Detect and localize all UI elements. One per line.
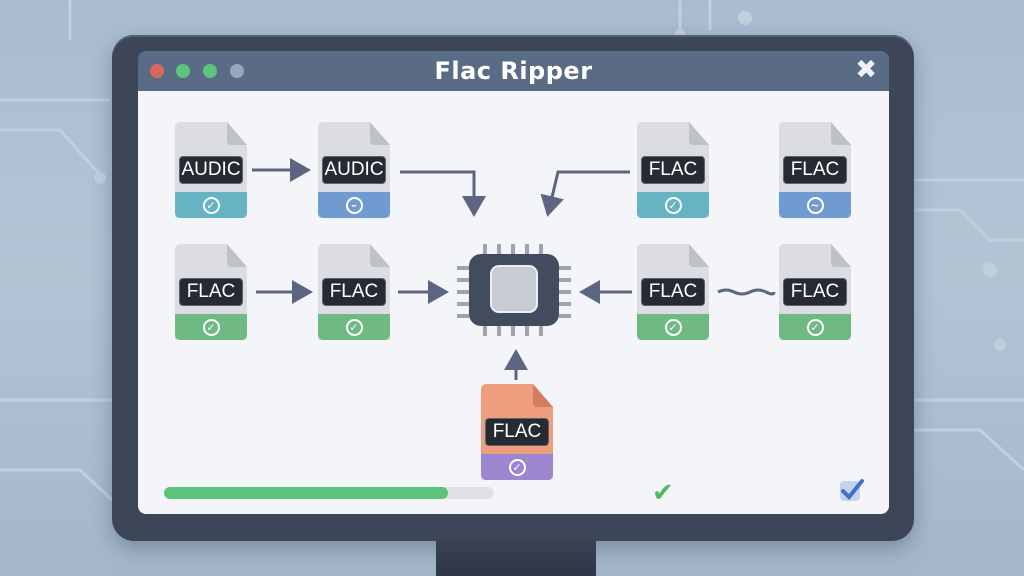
- progress-bar: [164, 487, 494, 499]
- file-label: FLAC: [641, 278, 705, 306]
- check-circle-icon: ✓: [202, 318, 220, 336]
- check-circle-icon: ✓: [806, 318, 824, 336]
- window-maximize-dot[interactable]: [203, 64, 217, 78]
- file-flac-bottom[interactable]: FLAC ✓: [481, 384, 553, 480]
- file-audic-2[interactable]: AUDIC –: [318, 122, 390, 218]
- file-flac-top-right-1[interactable]: FLAC ✓: [637, 122, 709, 218]
- check-circle-icon: ✓: [664, 196, 682, 214]
- check-circle-icon: ✓: [664, 318, 682, 336]
- file-label: FLAC: [322, 278, 386, 306]
- file-audic-1[interactable]: AUDIC ✓: [175, 122, 247, 218]
- progress-fill: [164, 487, 448, 499]
- window-extra-dot[interactable]: [230, 64, 244, 78]
- check-circle-icon: ✓: [508, 458, 526, 476]
- file-label: AUDIC: [179, 156, 243, 184]
- file-status-band: ✓: [318, 314, 390, 340]
- file-flac-mid-left-2[interactable]: FLAC ✓: [318, 244, 390, 340]
- file-status-band: ✓: [481, 454, 553, 480]
- file-flac-mid-right-1[interactable]: FLAC ✓: [637, 244, 709, 340]
- file-flac-mid-right-2[interactable]: FLAC ✓: [779, 244, 851, 340]
- check-badge-icon: [840, 479, 864, 501]
- file-label: FLAC: [641, 156, 705, 184]
- check-circle-icon: ✓: [202, 196, 220, 214]
- file-label: FLAC: [783, 278, 847, 306]
- file-label: FLAC: [179, 278, 243, 306]
- sync-circle-icon: ~: [806, 196, 824, 214]
- file-flac-mid-left-1[interactable]: FLAC ✓: [175, 244, 247, 340]
- file-status-band: ~: [779, 192, 851, 218]
- file-flac-top-right-2[interactable]: FLAC ~: [779, 122, 851, 218]
- window-titlebar: Flac Ripper ✖: [138, 51, 889, 91]
- check-circle-icon: ✓: [345, 318, 363, 336]
- file-status-band: ✓: [175, 192, 247, 218]
- file-status-band: –: [318, 192, 390, 218]
- window-title: Flac Ripper: [434, 57, 593, 85]
- file-status-band: ✓: [175, 314, 247, 340]
- window-minimize-dot[interactable]: [176, 64, 190, 78]
- file-label: AUDIC: [322, 156, 386, 184]
- close-icon[interactable]: ✖: [855, 55, 877, 85]
- file-label: FLAC: [485, 418, 549, 446]
- window-close-dot[interactable]: [150, 64, 164, 78]
- file-status-band: ✓: [779, 314, 851, 340]
- monitor-stand: [436, 538, 596, 576]
- checkmark-icon: ✔: [652, 478, 674, 508]
- file-status-band: ✓: [637, 314, 709, 340]
- minus-circle-icon: –: [345, 196, 363, 214]
- cpu-chip-icon: [457, 244, 571, 336]
- file-label: FLAC: [783, 156, 847, 184]
- file-status-band: ✓: [637, 192, 709, 218]
